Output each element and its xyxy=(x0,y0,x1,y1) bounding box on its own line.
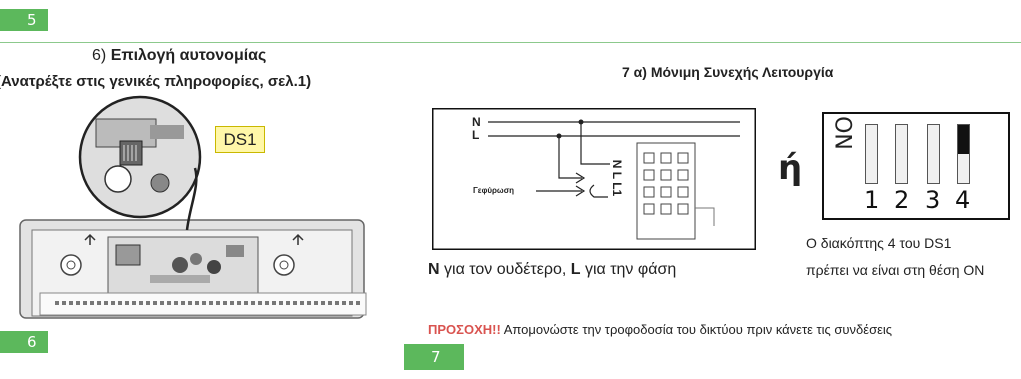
section-6-subtitle: (Ανατρέξτε στις γενικές πληροφορίες, σελ… xyxy=(0,73,312,90)
warning-label: ΠΡΟΣΟΧΗ!! xyxy=(428,322,501,337)
wiring-diagram xyxy=(432,108,756,250)
section-7a-title: 7 α) Μόνιμη Συνεχής Λειτουργία xyxy=(622,64,834,80)
or-symbol: ή xyxy=(778,148,803,188)
caption-neutral-text: για τον ουδέτερο, xyxy=(439,261,571,278)
page-number-7: 7 xyxy=(404,344,464,370)
warning-text: Απομονώστε την τροφοδοσία του δικτύου πρ… xyxy=(500,322,893,337)
dip-switch-1 xyxy=(865,124,878,184)
dip-number-1: 1 xyxy=(864,186,880,214)
bridge-label: Γεφύρωση xyxy=(473,186,515,195)
page-number-6: 6 xyxy=(0,331,48,353)
dip-switch-3 xyxy=(927,124,940,184)
section-6-heading: Επιλογή αυτονομίας xyxy=(110,47,267,64)
dip-note-line-2: πρέπει να είναι στη θέση ON xyxy=(806,262,985,278)
dip-switch-4 xyxy=(957,124,970,184)
dip-switch-panel xyxy=(822,112,1010,220)
ds1-callout: DS1 xyxy=(215,126,265,153)
dip-note-line-1: Ο διακόπτης 4 του DS1 xyxy=(806,235,952,251)
caption-phase-text: για την φάση xyxy=(580,261,677,278)
dip-switch-2 xyxy=(895,124,908,184)
section-6-title: 6) Επιλογή αυτονομίας xyxy=(92,47,266,65)
wire-label-n: N xyxy=(472,115,481,129)
wire-label-l: L xyxy=(472,128,480,142)
warning-line: ΠΡΟΣΟΧΗ!! Απομονώστε την τροφοδοσία του … xyxy=(428,322,892,337)
board-illustration xyxy=(19,95,367,319)
wiring-caption: N για τον ουδέτερο, L για την φάση xyxy=(428,261,676,279)
dip-number-3: 3 xyxy=(925,186,941,214)
section-divider xyxy=(0,42,1021,43)
terminal-labels: N L L1 xyxy=(610,159,624,197)
page-number-5: 5 xyxy=(0,9,48,31)
caption-l: L xyxy=(570,261,581,278)
section-6-number: 6) xyxy=(92,47,107,64)
dip-number-4: 4 xyxy=(955,186,971,214)
dip-on-label: ON xyxy=(829,116,855,150)
dip-number-2: 2 xyxy=(894,186,910,214)
caption-n: N xyxy=(428,261,440,278)
